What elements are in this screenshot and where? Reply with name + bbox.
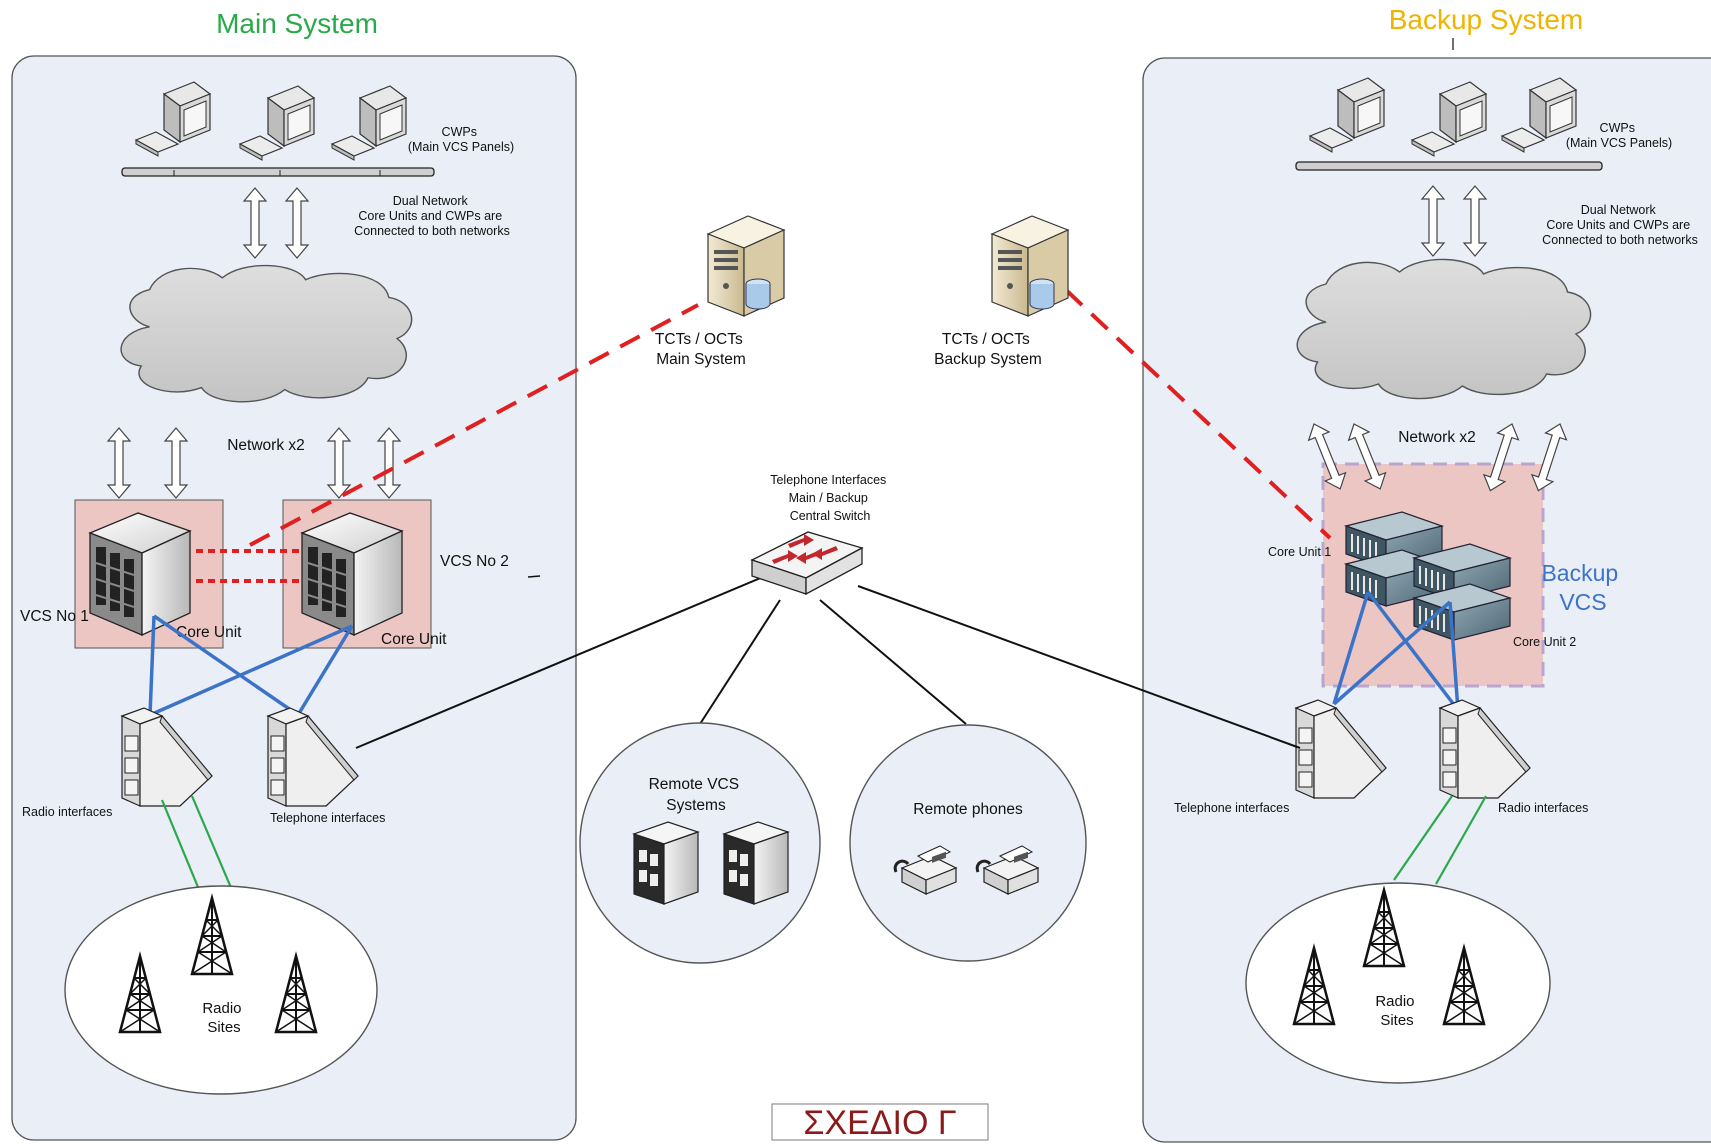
- vcs1-core-unit: [89, 512, 191, 636]
- switch-arrows-icon: [772, 534, 838, 564]
- plan-label: ΣΧΕΔΙΟ Γ: [803, 1104, 956, 1142]
- main-system-panel: Main System CWPs (Main VCS Panels) Dual …: [11, 8, 577, 1141]
- vcs2-core-unit-label: Core Unit: [381, 631, 447, 648]
- vcs1-core-unit-label: Core Unit: [176, 624, 242, 641]
- main-network-label: Network x2: [227, 437, 305, 454]
- tct-backup-server: [991, 215, 1069, 317]
- plan-label-box: [771, 1103, 989, 1141]
- main-radio-sites-oval: [64, 885, 378, 1095]
- vcs2-core-unit: [301, 512, 403, 636]
- remote-phones-circle: [849, 724, 1087, 962]
- backup-vcs-label: Backup VCS: [1541, 560, 1624, 615]
- backup-core-unit-1-label: Core Unit 1: [1268, 545, 1331, 559]
- main-telephone-interfaces-label: Telephone interfaces: [270, 811, 385, 825]
- tct-main-link: [249, 303, 699, 547]
- main-radio-site-links: [160, 795, 234, 893]
- backup-radio-site-links: [1393, 795, 1487, 885]
- tct-main-server: [707, 215, 785, 317]
- backup-radio-interfaces-label: Radio interfaces: [1498, 801, 1588, 815]
- backup-cwp-workstations: [1295, 77, 1603, 171]
- backup-system-panel: Backup System CWPs (Main VCS Panels) Dua…: [1142, 4, 1711, 1143]
- backup-cwps-label: CWPs (Main VCS Panels): [1566, 121, 1672, 150]
- remote-vcs-circle: [579, 722, 821, 964]
- central-switch: [750, 531, 864, 596]
- main-cwps-label: CWPs (Main VCS Panels): [408, 125, 514, 154]
- backup-cwp-bus: [1295, 161, 1603, 171]
- main-radio-interfaces-label: Radio interfaces: [22, 805, 112, 819]
- backup-radio-sites-oval: [1245, 882, 1551, 1084]
- vcs1-label: VCS No 1: [20, 608, 89, 625]
- main-system-title: Main System: [216, 8, 378, 39]
- backup-dual-network-label: Dual Network Core Units and CWPs are Con…: [1542, 203, 1698, 247]
- remote-vcs-server-2: [723, 821, 789, 905]
- tct-backup-link: [1064, 288, 1332, 540]
- tct-backup-label: TCTs / OCTs Backup System: [934, 331, 1042, 368]
- main-cwp-bus: [121, 167, 435, 177]
- backup-network-label: Network x2: [1398, 429, 1476, 446]
- remote-phones-label: Remote phones: [913, 801, 1023, 818]
- vcs2-label: VCS No 2: [440, 553, 509, 570]
- backup-core-unit-2-label: Core Unit 2: [1513, 635, 1576, 649]
- switch-label: Telephone Interfaces Main / Backup Centr…: [770, 473, 890, 523]
- switch-connection-lines: [355, 573, 1301, 749]
- remote-vcs-label: Remote VCS Systems: [649, 776, 744, 814]
- backup-radio-sites-label: Radio Sites: [1375, 993, 1418, 1029]
- main-cwp-workstations: [121, 81, 435, 177]
- main-radio-sites-label: Radio Sites: [202, 1000, 245, 1036]
- backup-core-interface-links: [1332, 590, 1460, 712]
- tct-main-label: TCTs / OCTs Main System: [655, 331, 747, 368]
- remote-vcs-server-1: [633, 821, 699, 905]
- backup-telephone-interfaces-label: Telephone interfaces: [1174, 801, 1289, 815]
- main-core-interface-links: [148, 614, 354, 717]
- main-dual-network-label: Dual Network Core Units and CWPs are Con…: [354, 194, 510, 238]
- backup-system-title: Backup System: [1389, 4, 1584, 35]
